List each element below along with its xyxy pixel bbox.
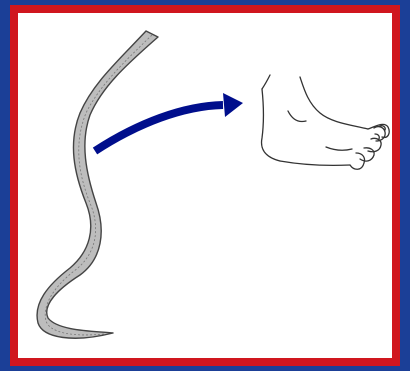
direction-arrow: [95, 93, 243, 151]
worm-illustration: [37, 31, 158, 338]
inner-border-frame: [10, 5, 400, 366]
diagram-canvas: [18, 13, 392, 358]
foot-illustration: [262, 75, 390, 169]
